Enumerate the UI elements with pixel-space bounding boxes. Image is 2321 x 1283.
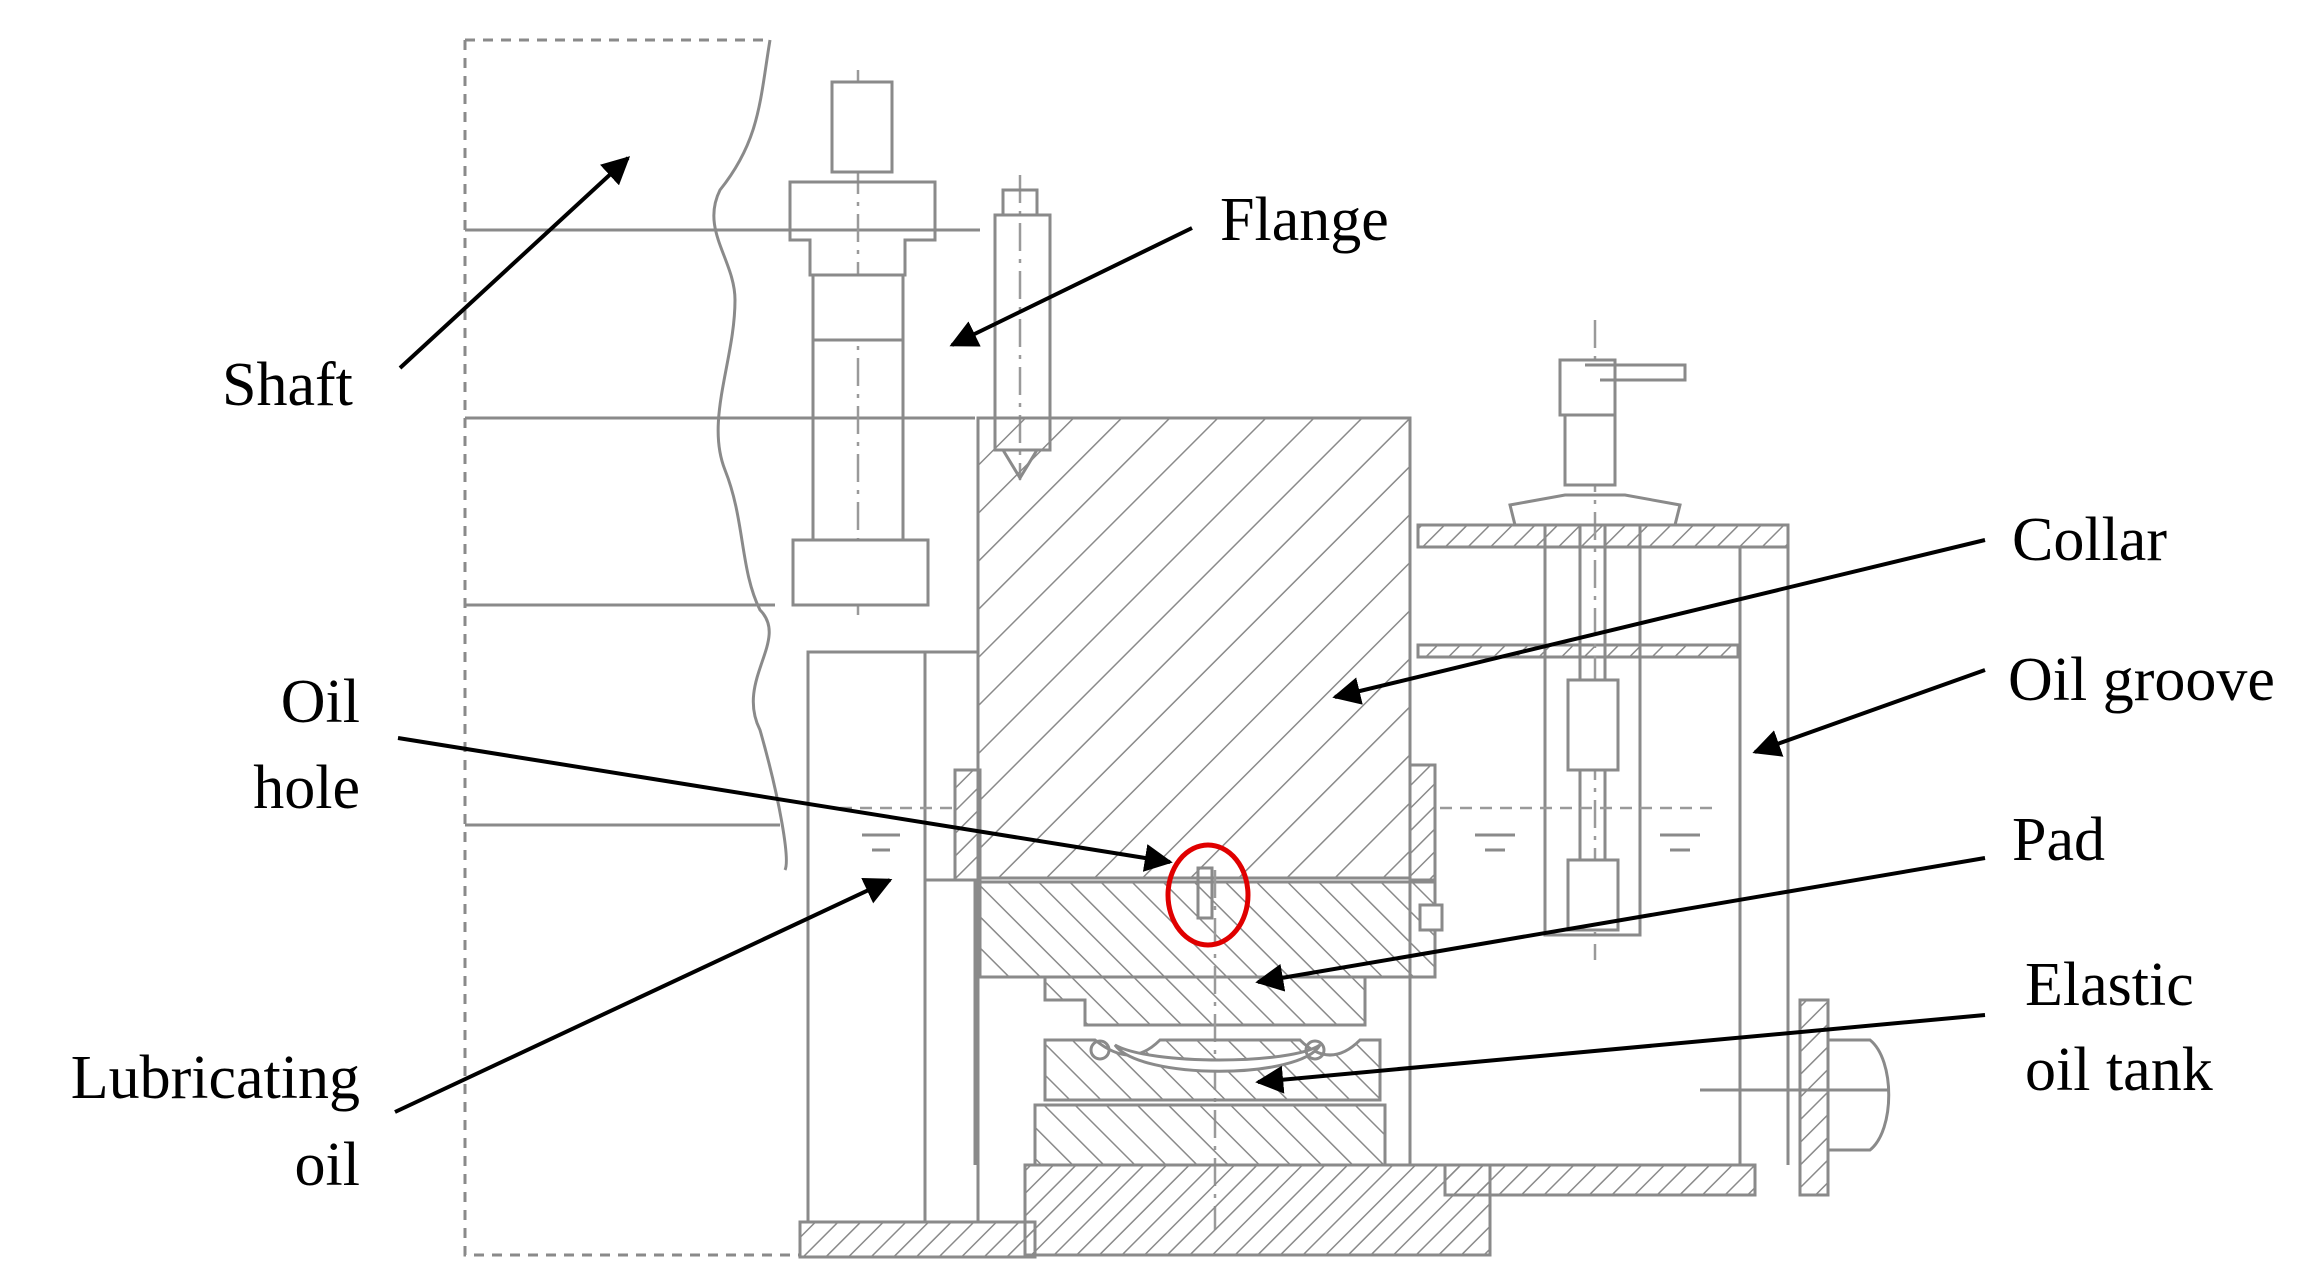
flange-label: Flange: [1220, 186, 1389, 254]
oil-level-lines: [840, 806, 1720, 1165]
oil-hole-detail: [1165, 842, 1251, 948]
flange-bolt-drawing: [788, 70, 1037, 1259]
oil-groove-arrow: [1752, 668, 1986, 757]
oil-hole-highlight-circle: [1165, 842, 1251, 948]
oil-hole-label-line2: hole: [253, 754, 360, 822]
elastic-oil-tank-label-line1: Elastic: [2025, 951, 2194, 1019]
shaft-drawing: [463, 38, 980, 1257]
lubricating-oil-label-line1: Lubricating: [71, 1044, 360, 1112]
labels: Shaft Flange Collar Oil groove Oil hole …: [71, 186, 2275, 1199]
oil-hole-label-line1: Oil: [281, 668, 360, 736]
pad-drawing: [978, 870, 1444, 1230]
lubricating-oil-label-line2: oil: [295, 1131, 360, 1199]
elastic-oil-tank-arrow: [1255, 1013, 1986, 1094]
pad-arrow: [1255, 856, 1986, 992]
lubricating-oil-arrow: [394, 878, 893, 1114]
oil-groove-label: Oil groove: [2008, 646, 2275, 714]
flange-arrow: [949, 226, 1193, 347]
collar-drawing: [953, 416, 1437, 882]
callout-arrows: [394, 156, 1986, 1114]
pad-label: Pad: [2012, 806, 2105, 874]
collar-label: Collar: [2012, 506, 2167, 574]
elastic-oil-tank-label-line2: oil tank: [2025, 1036, 2213, 1104]
collar-arrow: [1332, 538, 1986, 705]
oil-groove-drawing: [1408, 320, 1891, 1197]
elastic-oil-tank-drawing: [1023, 1038, 1492, 1257]
shaft-label: Shaft: [222, 351, 353, 419]
shaft-arrow: [398, 156, 631, 370]
oil-hole-arrow: [397, 736, 1173, 872]
